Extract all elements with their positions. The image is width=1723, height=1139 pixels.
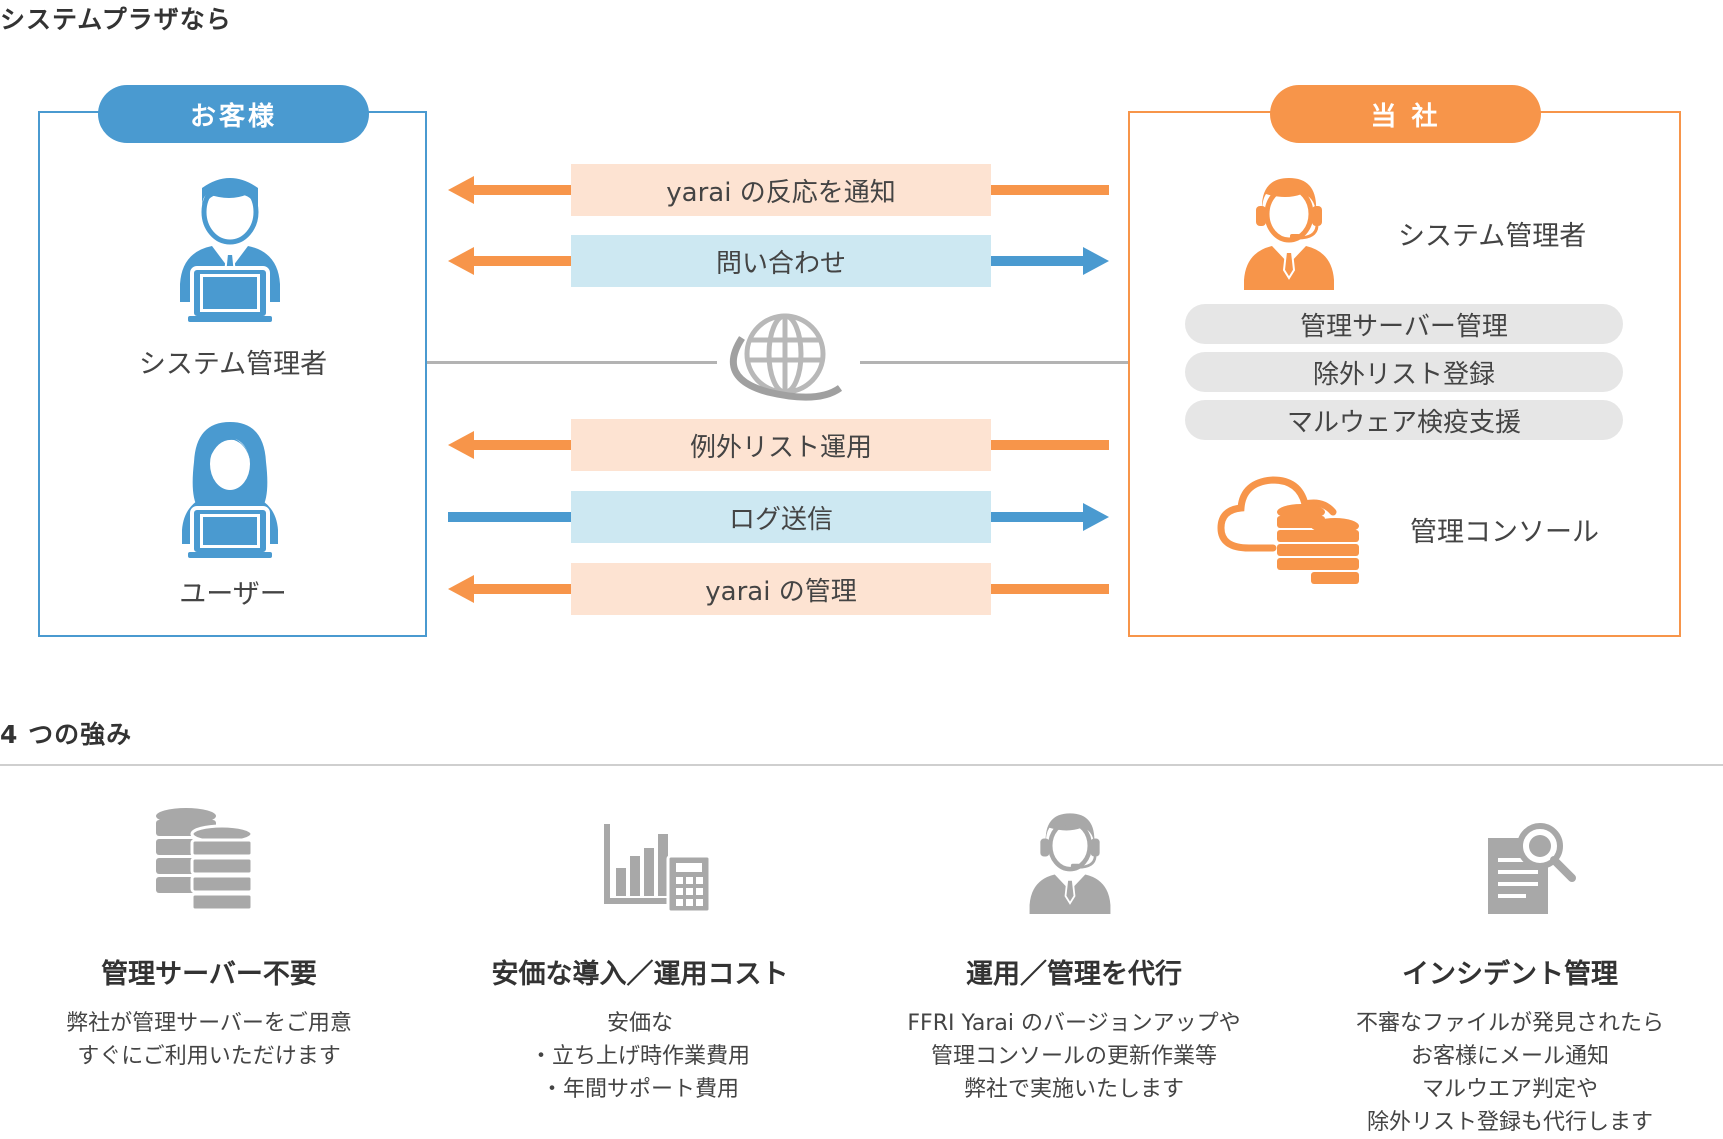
company-header: 当 社: [1270, 85, 1541, 143]
arrow-row-4: [448, 503, 1109, 531]
service-item-server: 管理サーバー管理: [1185, 304, 1623, 344]
globe-icon: [729, 313, 843, 401]
feature-line: FFRI Yarai のバージョンアップや: [907, 1011, 1241, 1036]
customer-header: お客様: [98, 85, 369, 143]
arrow-row-1: [448, 176, 1109, 204]
flow-exception-list: 例外リスト運用: [571, 419, 991, 471]
service-item-exclusion: 除外リスト登録: [1185, 352, 1623, 392]
cost-chart-icon: [604, 824, 712, 912]
connector-line-left: [427, 361, 717, 364]
flow-yarai-notify: yarai の反応を通知: [571, 164, 991, 216]
arrow-row-5: [448, 575, 1109, 603]
feature-line: 弊社が管理サーバーをご用意: [66, 1011, 352, 1036]
section-divider: [0, 764, 1723, 766]
feature-incident: インシデント管理 不審なファイルが発見されたら お客様にメール通知 マルウエア判…: [1320, 952, 1700, 1139]
cloud-database-icon: [1217, 476, 1359, 584]
feature-title: 安価な導入／運用コスト: [491, 959, 789, 990]
feature-title: 管理サーバー不要: [101, 959, 317, 990]
customer-user-icon: [182, 422, 278, 558]
customer-admin-label: システム管理者: [138, 349, 328, 380]
feature-line: お客様にメール通知: [1410, 1044, 1609, 1069]
console-label: 管理コンソール: [1410, 517, 1599, 548]
feature-line: 不審なファイルが発見されたら: [1355, 1011, 1664, 1036]
feature-title: インシデント管理: [1402, 959, 1618, 990]
feature-line: ・年間サポート費用: [540, 1077, 739, 1102]
feature-line: 管理コンソールの更新作業等: [930, 1044, 1217, 1069]
connector-line-right: [860, 361, 1128, 364]
flow-inquiry: 問い合わせ: [571, 235, 991, 287]
company-admin-label: システム管理者: [1398, 221, 1587, 252]
document-search-icon: [1488, 823, 1576, 914]
customer-user-label: ユーザー: [179, 579, 287, 610]
feature-server: 管理サーバー不要 弊社が管理サーバーをご用意 すぐにご利用いただけます: [19, 952, 399, 1073]
feature-line: 安価な: [606, 1011, 673, 1036]
feature-line: 弊社で実施いたします: [963, 1077, 1184, 1102]
feature-line: 除外リスト登録も代行します: [1366, 1110, 1653, 1135]
section-title-strengths: 4 つの強み: [0, 720, 133, 749]
flow-yarai-manage: yarai の管理: [571, 563, 991, 615]
feature-cost: 安価な導入／運用コスト 安価な ・立ち上げ時作業費用 ・年間サポート費用: [450, 952, 830, 1106]
feature-line: すぐにご利用いただけます: [77, 1044, 341, 1069]
feature-line: マルウエア判定や: [1421, 1077, 1598, 1102]
feature-operation: 運用／管理を代行 FFRI Yarai のバージョンアップや 管理コンソールの更…: [884, 952, 1264, 1106]
company-operator-icon: [1244, 178, 1334, 290]
arrow-row-3: [448, 431, 1109, 459]
arrow-row-2: [448, 247, 1109, 275]
flow-log-send: ログ送信: [571, 491, 991, 543]
operator-icon: [1029, 813, 1111, 914]
server-icon: [156, 808, 254, 912]
flow-arrows: [448, 176, 1109, 603]
feature-line: ・立ち上げ時作業費用: [529, 1044, 750, 1069]
customer-admin-icon: [180, 178, 280, 322]
section-title-system: システムプラザなら: [0, 5, 232, 34]
service-item-malware: マルウェア検疫支援: [1185, 400, 1623, 440]
feature-title: 運用／管理を代行: [966, 959, 1182, 990]
